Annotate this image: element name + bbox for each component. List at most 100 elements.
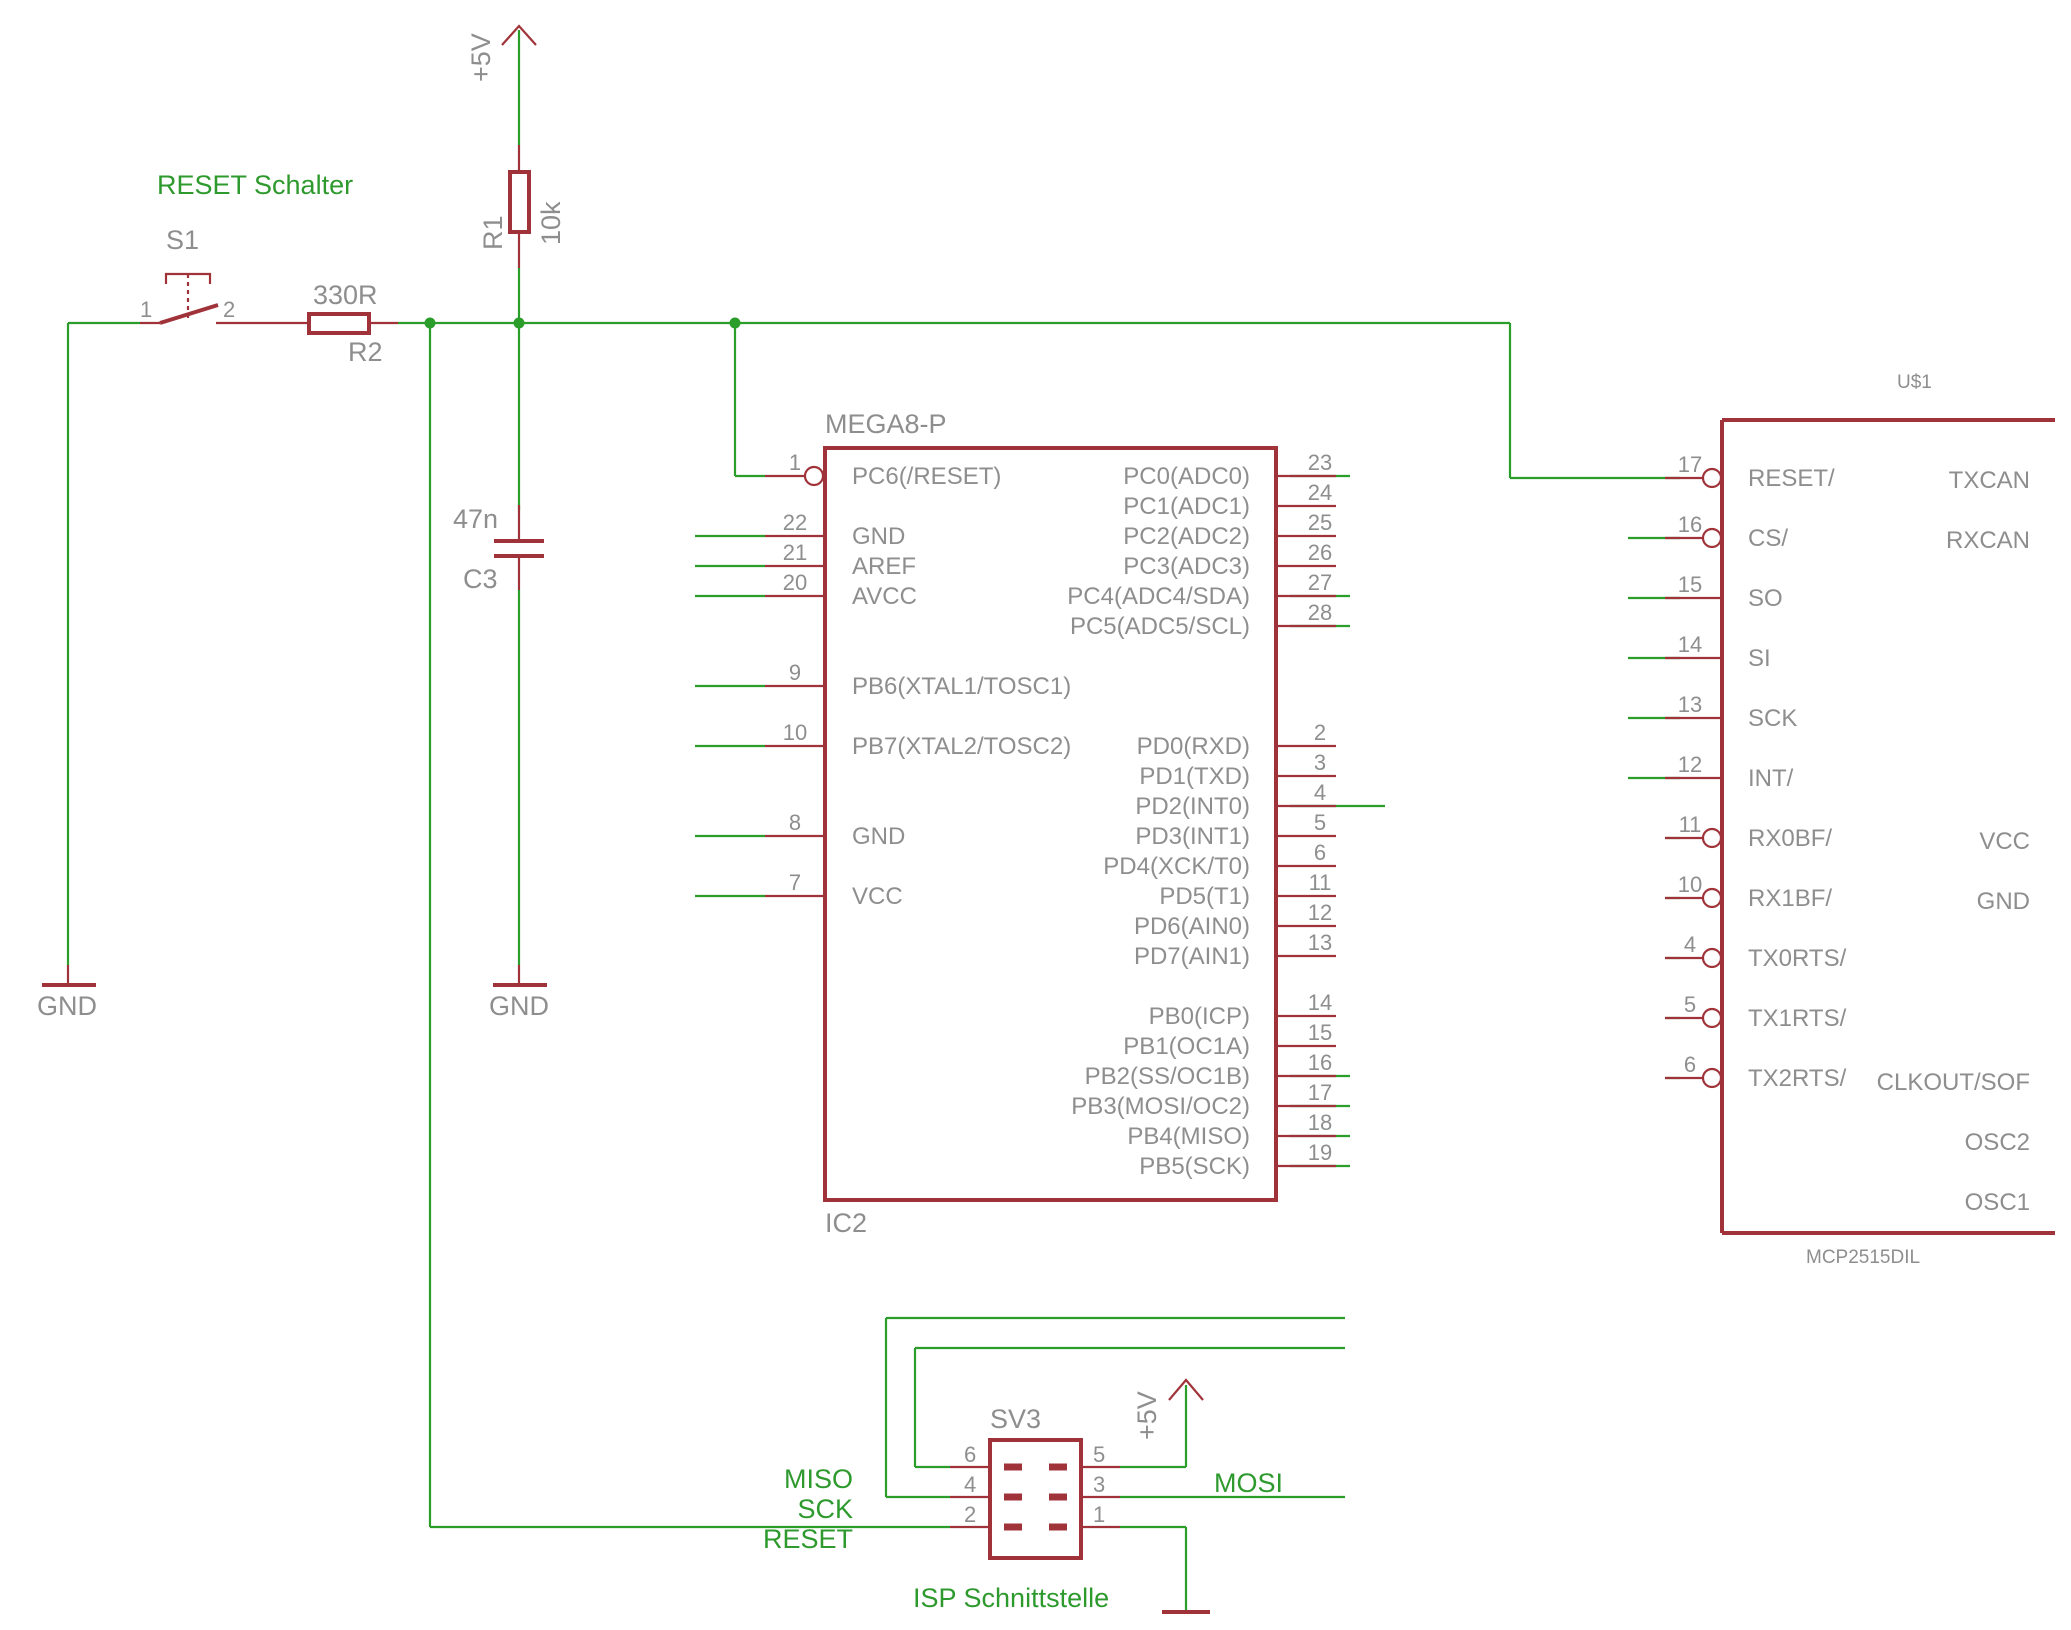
- ic2-pin-num: 23: [1308, 450, 1332, 475]
- ic2-pin-label: PD5(T1): [1159, 883, 1250, 910]
- net-label-sck: SCK: [797, 1494, 853, 1524]
- supply-5v-top-label: +5V: [466, 33, 496, 82]
- ic2-pin-num: 6: [1314, 840, 1326, 865]
- net-label-mosi: MOSI: [1214, 1468, 1283, 1498]
- ic2-pin-label: PD0(RXD): [1137, 733, 1250, 760]
- ic2-pin-num: 26: [1308, 540, 1332, 565]
- ic2-pin-label: PC4(ADC4/SDA): [1067, 583, 1250, 610]
- ic2-pin-num: 10: [783, 720, 807, 745]
- u1-pin-label: SCK: [1748, 705, 1797, 732]
- ic2-pin-label: GND: [852, 523, 905, 550]
- u1-pin-num: 13: [1678, 692, 1702, 717]
- ic2-pin-num: 7: [789, 870, 801, 895]
- ic2-pin-label: PD4(XCK/T0): [1103, 853, 1250, 880]
- ic2-left-pins: 1PC6(/RESET)22GND21AREF20AVCC9PB6(XTAL1/…: [765, 450, 1071, 910]
- r2-name: R2: [348, 337, 383, 367]
- sv3-pin-4: 4: [964, 1472, 976, 1497]
- u1-pin-num: 10: [1678, 872, 1702, 897]
- ic2-pin-label: PC1(ADC1): [1123, 493, 1250, 520]
- ic2-pin-num: 15: [1308, 1020, 1332, 1045]
- supply-5v-isp-label: +5V: [1132, 1391, 1162, 1440]
- u1-label-osc1: OSC1: [1965, 1189, 2030, 1216]
- ic2-pin-label: PC2(ADC2): [1123, 523, 1250, 550]
- ic2-pin-num: 28: [1308, 600, 1332, 625]
- supply-5v-top: +5V: [466, 24, 537, 82]
- u1-pin-label: CS/: [1748, 525, 1788, 552]
- s1-reset-switch: RESET Schalter S1 1 2: [140, 170, 353, 325]
- gnd-symbol-left: GND: [37, 965, 97, 1021]
- sv3-pin-1: 1: [1093, 1502, 1105, 1527]
- ic2-pin-num: 11: [1309, 870, 1332, 895]
- r1-resistor: R1 10k: [478, 145, 566, 268]
- ic2-pin-label: PB7(XTAL2/TOSC2): [852, 733, 1071, 760]
- ic2-pin-num: 20: [783, 570, 807, 595]
- u1-mcp2515: U$1 MCP2515DIL 17RESET/16CS/15SO14SI13SC…: [1665, 372, 2055, 1268]
- u1-pin-num: 15: [1678, 572, 1702, 597]
- ic2-pin-num: 2: [1314, 720, 1326, 745]
- r1-value: 10k: [536, 201, 566, 245]
- ic2-pin-label: PD6(AIN0): [1134, 913, 1250, 940]
- ic2-pin-label: VCC: [852, 883, 903, 910]
- r1-name: R1: [478, 215, 508, 250]
- net-label-reset: RESET: [763, 1524, 853, 1554]
- u1-label-clkout: CLKOUT/SOF: [1877, 1069, 2030, 1096]
- u1-pin-num: 4: [1684, 932, 1696, 957]
- u1-pin-num: 6: [1684, 1052, 1696, 1077]
- s1-pin2: 2: [223, 297, 235, 322]
- ic2-pin-num: 21: [783, 540, 807, 565]
- u1-pin-num: 5: [1684, 992, 1696, 1017]
- gnd-left-label: GND: [37, 991, 97, 1021]
- gnd-symbol-cap: GND: [489, 965, 549, 1021]
- u1-pin-label: RX0BF/: [1748, 825, 1832, 852]
- sv3-pin-5: 5: [1093, 1442, 1105, 1467]
- ic2-pin-label: GND: [852, 823, 905, 850]
- ic2-pin-label: PB3(MOSI/OC2): [1071, 1093, 1250, 1120]
- ic2-pin-label: PC3(ADC3): [1123, 553, 1250, 580]
- ic2-pin-num: 5: [1314, 810, 1326, 835]
- ic2-pin-num: 25: [1308, 510, 1332, 535]
- net-label-miso: MISO: [784, 1464, 853, 1494]
- u1-type: MCP2515DIL: [1806, 1247, 1920, 1268]
- ic2-pin-label: PB2(SS/OC1B): [1085, 1063, 1250, 1090]
- ic2-pin-num: 9: [789, 660, 801, 685]
- u1-pin-label: TX1RTS/: [1748, 1005, 1847, 1032]
- isp-schnittstelle-label: ISP Schnittstelle: [913, 1583, 1109, 1613]
- ic2-pin-label: PC0(ADC0): [1123, 463, 1250, 490]
- sv3-pin-3: 3: [1093, 1472, 1105, 1497]
- ic2-pin-num: 24: [1308, 480, 1332, 505]
- ic2-pin-num: 3: [1314, 750, 1326, 775]
- c3-value: 47n: [453, 504, 498, 534]
- supply-5v-isp: +5V: [1132, 1378, 1204, 1440]
- ic2-pin-label: AREF: [852, 553, 916, 580]
- ic2-pin-num: 16: [1308, 1050, 1332, 1075]
- ic2-pin-num: 14: [1308, 990, 1332, 1015]
- ic2-right-pins: 23PC0(ADC0)24PC1(ADC1)25PC2(ADC2)26PC3(A…: [1067, 450, 1336, 1180]
- ic2-pin-label: PD1(TXD): [1139, 763, 1250, 790]
- u1-label-gnd: GND: [1977, 888, 2030, 915]
- u1-label-osc2: OSC2: [1965, 1129, 2030, 1156]
- u1-pin-num: 17: [1678, 452, 1702, 477]
- u1-pin-label: SI: [1748, 645, 1771, 672]
- u1-label-vcc: VCC: [1979, 828, 2030, 855]
- s1-name: S1: [166, 225, 199, 255]
